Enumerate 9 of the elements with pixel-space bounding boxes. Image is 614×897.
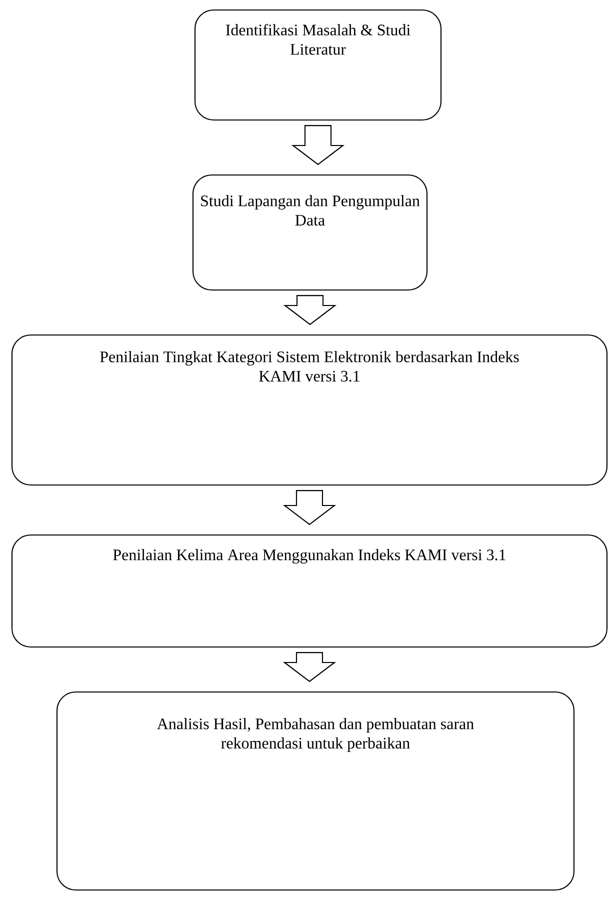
block-arrow bbox=[283, 295, 337, 326]
process-box: Analisis Hasil, Pembahasan dan pembuatan saran rekomendasi untuk perbaikan bbox=[56, 691, 575, 891]
process-box: Penilaian Tingkat Kategori Sistem Elektronik berdasarkan Indeks KAMI versi 3.1 bbox=[11, 334, 608, 486]
process-box: Studi Lapangan dan Pengumpulan Data bbox=[192, 174, 428, 291]
block-arrow bbox=[291, 125, 345, 166]
block-arrow bbox=[282, 490, 336, 526]
process-box: Identifikasi Masalah & Studi Literatur bbox=[194, 9, 442, 121]
block-arrow bbox=[282, 652, 336, 682]
process-box: Penilaian Kelima Area Menggunakan Indeks KAMI versi 3.1 bbox=[11, 534, 608, 648]
